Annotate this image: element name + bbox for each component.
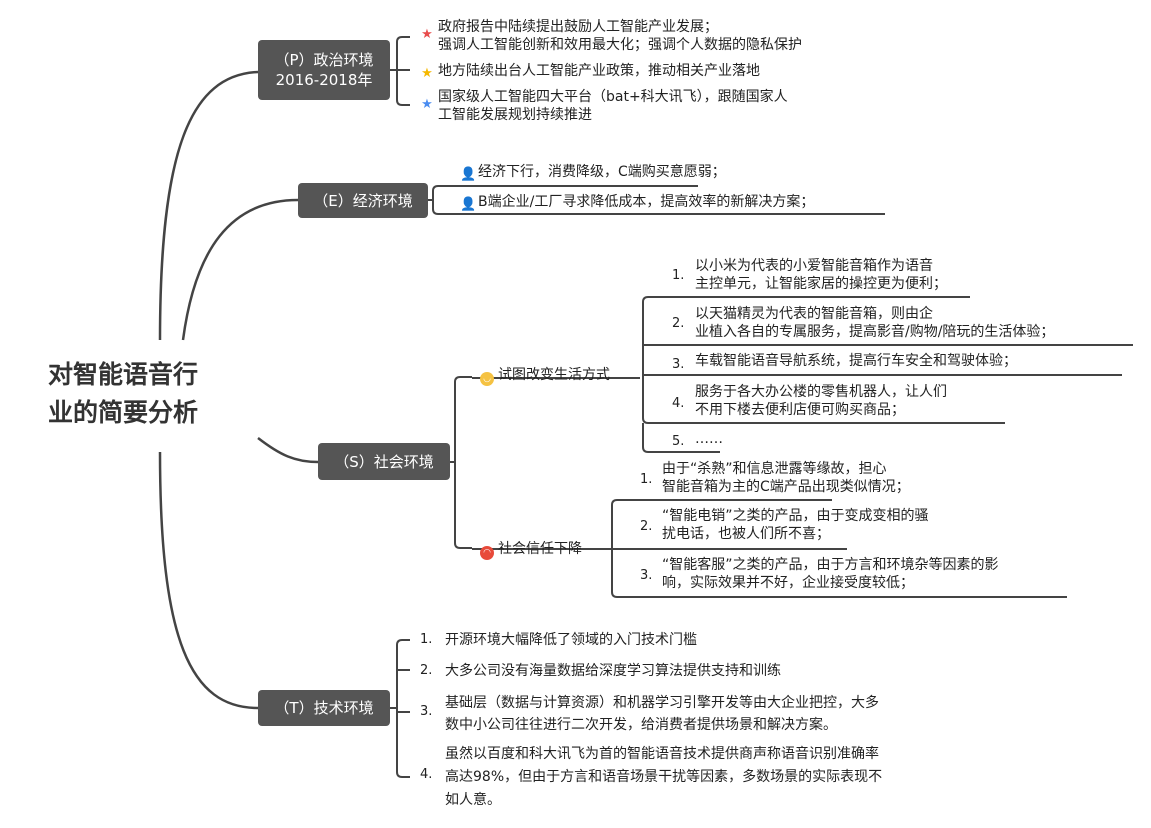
star-blue-icon: ★ [421, 97, 433, 112]
item-line: 扰电话，也被人们所不喜； [662, 526, 830, 542]
item-number: 4. [672, 396, 685, 411]
item-number: 5. [672, 434, 685, 449]
society-item[interactable]: 车载智能语音导航系统，提高行车安全和驾驶体验； [695, 352, 1017, 370]
node-economy[interactable]: （E）经济环境 [298, 183, 428, 218]
item-number: 3. [672, 357, 685, 372]
society-item[interactable]: 以天猫精灵为代表的智能音箱，则由企业植入各自的专属服务，提高影音/购物/陪玩的生… [695, 305, 1054, 341]
item-line: …… [695, 431, 723, 447]
tech-item[interactable]: 开源环境大幅降低了领域的入门技术门槛 [445, 631, 697, 649]
angry-icon: ◠ [480, 546, 494, 560]
politics-item[interactable]: ★ 地方陆续出台人工智能产业政策，推动相关产业落地 [420, 62, 760, 81]
item-line: 开源环境大幅降低了领域的入门技术门槛 [445, 632, 697, 648]
node-politics[interactable]: （P）政治环境 2016-2018年 [258, 40, 390, 100]
item-line: “智能客服”之类的产品，由于方言和环境杂等因素的影 [662, 557, 999, 573]
item-number: 2. [672, 316, 685, 331]
item-line: 响，实际效果并不好，企业接受度较低； [662, 575, 914, 591]
item-number: 3. [420, 704, 433, 719]
subtopic-label: 试图改变生活方式 [498, 367, 610, 383]
item-line: 车载智能语音导航系统，提高行车安全和驾驶体验； [695, 353, 1017, 369]
item-number: 4. [420, 767, 433, 782]
society-label: （S）社会环境 [334, 452, 434, 471]
tech-item[interactable]: 基础层（数据与计算资源）和机器学习引擎开发等由大企业把控，大多数中小公司往往进行… [445, 692, 879, 736]
connector-root-economy [181, 198, 299, 341]
item-line: 虽然以百度和科大讯飞为首的智能语音技术提供商声称语音识别准确率 [445, 746, 879, 762]
politics-item-line: 强调人工智能创新和效用最大化；强调个人数据的隐私保护 [438, 37, 802, 53]
item-line: 以小米为代表的小爱智能音箱作为语音 [695, 258, 933, 274]
central-topic[interactable]: 对智能语音行 业的简要分析 [48, 356, 233, 432]
item-number: 3. [640, 568, 653, 583]
star-red-icon: ★ [421, 27, 433, 42]
economy-item-text: B端企业/工厂寻求降低成本，提高效率的新解决方案； [478, 194, 815, 210]
item-line: 数中小公司往往进行二次开发，给消费者提供场景和解决方案。 [445, 717, 837, 733]
node-society[interactable]: （S）社会环境 [318, 443, 450, 480]
node-tech[interactable]: （T）技术环境 [258, 690, 390, 726]
tech-label: （T）技术环境 [274, 699, 374, 717]
society-item[interactable]: 由于“杀熟”和信息泄露等缘故，担心智能音箱为主的C端产品出现类似情况； [662, 460, 910, 496]
economy-label: （E）经济环境 [313, 191, 413, 210]
item-line: 基础层（数据与计算资源）和机器学习引擎开发等由大企业把控，大多 [445, 695, 879, 711]
item-number: 1. [672, 268, 685, 283]
society-item[interactable]: “智能客服”之类的产品，由于方言和环境杂等因素的影响，实际效果并不好，企业接受度… [662, 556, 999, 592]
item-number: 1. [640, 472, 653, 487]
item-line: 大多公司没有海量数据给深度学习算法提供支持和训练 [445, 663, 781, 679]
central-topic-line1: 对智能语音行 [48, 360, 199, 389]
tech-item[interactable]: 虽然以百度和科大讯飞为首的智能语音技术提供商声称语音识别准确率高达98%，但由于… [445, 743, 882, 812]
politics-item-line: 政府报告中陆续提出鼓励人工智能产业发展； [438, 19, 718, 35]
economy-item-text: 经济下行，消费降级，C端购买意愿弱； [478, 164, 726, 180]
politics-label-line2: 2016-2018年 [275, 71, 373, 89]
person-red-icon: 👤 [460, 167, 477, 182]
item-line: 不用下楼去便利店便可购买商品； [695, 402, 905, 418]
item-line: 高达98%，但由于方言和语音场景干扰等因素，多数场景的实际表现不 [445, 769, 883, 785]
smile-icon: ◡ [480, 372, 494, 386]
subtopic-trust-decline[interactable]: ◠ 社会信任下降 [480, 540, 582, 560]
item-line: 以天猫精灵为代表的智能音箱，则由企 [695, 306, 933, 322]
central-topic-line2: 业的简要分析 [48, 398, 199, 427]
subtopic-label: 社会信任下降 [498, 541, 582, 557]
society-item[interactable]: “智能电销”之类的产品，由于变成变相的骚扰电话，也被人们所不喜； [662, 507, 929, 543]
tech-item[interactable]: 大多公司没有海量数据给深度学习算法提供支持和训练 [445, 662, 781, 680]
item-number: 2. [640, 519, 653, 534]
society-item[interactable]: …… [695, 430, 723, 448]
politics-item-line: 地方陆续出台人工智能产业政策，推动相关产业落地 [438, 63, 760, 79]
subtopic-change-life[interactable]: ◡ 试图改变生活方式 [480, 366, 610, 386]
item-number: 2. [420, 663, 433, 678]
item-line: 智能音箱为主的C端产品出现类似情况； [662, 479, 910, 495]
item-line: 主控单元，让智能家居的操控更为便利； [695, 276, 947, 292]
item-line: “智能电销”之类的产品，由于变成变相的骚 [662, 508, 929, 524]
item-line: 如人意。 [445, 792, 501, 808]
connector-root-tech [158, 451, 259, 710]
politics-label-line1: （P）政治环境 [274, 51, 374, 69]
politics-item-line: 工智能发展规划持续推进 [438, 107, 592, 123]
society-item[interactable]: 以小米为代表的小爱智能音箱作为语音主控单元，让智能家居的操控更为便利； [695, 257, 947, 293]
item-line: 由于“杀熟”和信息泄露等缘故，担心 [662, 461, 887, 477]
politics-item-line: 国家级人工智能四大平台（bat+科大讯飞），跟随国家人 [438, 89, 788, 105]
item-number: 1. [420, 632, 433, 647]
politics-item[interactable]: ★ 国家级人工智能四大平台（bat+科大讯飞），跟随国家人 工智能发展规划持续推… [420, 88, 788, 124]
connector-root-politics [158, 70, 259, 341]
society-item[interactable]: 服务于各大办公楼的零售机器人，让人们不用下楼去便利店便可购买商品； [695, 383, 947, 419]
star-yellow-icon: ★ [421, 66, 433, 81]
connector-root-society [257, 437, 319, 464]
person-blue-icon: 👤 [460, 197, 477, 212]
item-line: 业植入各自的专属服务，提高影音/购物/陪玩的生活体验； [695, 324, 1055, 340]
item-line: 服务于各大办公楼的零售机器人，让人们 [695, 384, 947, 400]
economy-item[interactable]: 👤经济下行，消费降级，C端购买意愿弱； [460, 163, 726, 182]
politics-item[interactable]: ★ 政府报告中陆续提出鼓励人工智能产业发展； 强调人工智能创新和效用最大化；强调… [420, 18, 802, 54]
economy-item[interactable]: 👤B端企业/工厂寻求降低成本，提高效率的新解决方案； [460, 193, 814, 212]
